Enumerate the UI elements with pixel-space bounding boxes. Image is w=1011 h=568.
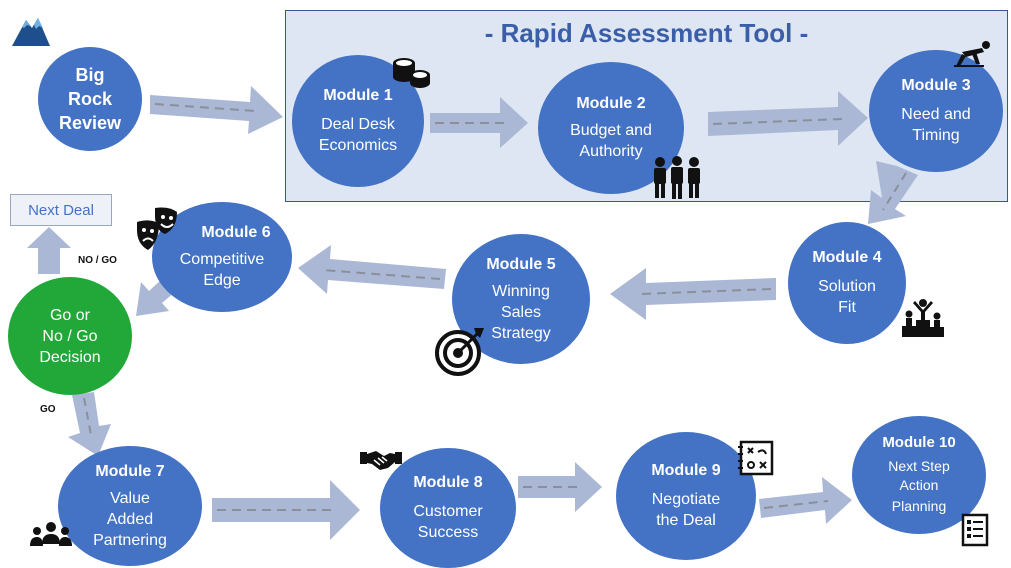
next-deal-box: Next Deal [10, 194, 112, 226]
big-rock-line-1: Big [75, 65, 105, 85]
module-3-node: Module 3 Need and Timing [869, 50, 1003, 172]
arrow-bigrock-to-m1 [150, 86, 283, 134]
arrow-m5-to-m6 [298, 245, 446, 294]
module-8-line-2: Success [417, 524, 479, 541]
module-1-line-2: Economics [318, 137, 398, 154]
module-9-line-1: Negotiate [651, 491, 721, 508]
big-rock-line-2: Rock [67, 89, 112, 109]
module-9-node: Module 9 Negotiate the Deal [616, 432, 756, 560]
module-6-line-1: Competitive [179, 251, 265, 268]
module-7-title: Module 7 [95, 462, 165, 480]
handshake-icon [360, 451, 402, 470]
strategy-board-icon [738, 440, 774, 476]
module-10-title: Module 10 [882, 433, 956, 451]
module-7-node: Module 7 Value Added Partnering [58, 446, 202, 566]
module-7-line-1: Value [110, 489, 150, 507]
module-4-node: Module 4 Solution Fit [788, 222, 906, 344]
module-1-line-1: Deal Desk [321, 116, 395, 133]
module-3-line-2: Timing [912, 127, 960, 144]
module-8-line-1: Customer [413, 503, 483, 520]
module-2-line-2: Authority [579, 143, 643, 160]
module-10-line-3: Planning [891, 497, 947, 514]
big-rock-review-node: Big Rock Review [38, 47, 142, 151]
coins-icon [393, 58, 430, 88]
theater-masks-icon [137, 207, 177, 250]
module-5-line-2: Sales [500, 303, 542, 321]
arrow-m1-to-m2 [430, 97, 528, 148]
arrow-m8-to-m9 [518, 462, 602, 512]
podium-icon [902, 299, 944, 337]
module-4-title: Module 4 [812, 249, 882, 266]
next-deal-label: Next Deal [28, 201, 94, 219]
module-1-title: Module 1 [323, 87, 393, 104]
arrow-m3-to-m4 [868, 161, 918, 224]
module-5-line-1: Winning [492, 282, 550, 300]
arrow-decision-to-next-deal [27, 227, 71, 274]
module-7-line-2: Added [106, 510, 154, 528]
module-2-line-1: Budget and [570, 122, 652, 139]
target-icon [435, 328, 484, 376]
module-10-line-1: Next Step [888, 457, 950, 474]
module-5-line-3: Strategy [491, 324, 551, 342]
module-5-title: Module 5 [486, 255, 556, 273]
arrow-decision-to-m7 [68, 392, 111, 456]
team-icon [654, 156, 700, 199]
arrow-m4-to-m5 [610, 268, 776, 320]
module-6-title: Module 6 [201, 224, 271, 241]
mountain-logo-icon [12, 18, 50, 46]
module-4-line-2: Fit [838, 299, 856, 316]
module-3-title: Module 3 [901, 77, 971, 94]
go-label: GO [40, 404, 56, 415]
group-icon [30, 522, 72, 546]
arrow-m2-to-m3 [708, 91, 868, 146]
module-9-line-2: the Deal [656, 512, 716, 529]
decision-line-2: No / Go [42, 327, 98, 345]
decision-line-3: Decision [39, 348, 101, 366]
module-10-line-2: Action [899, 476, 939, 493]
module-4-line-1: Solution [818, 278, 876, 295]
rapid-assessment-title: - Rapid Assessment Tool - [484, 18, 809, 48]
go-no-go-decision-node: Go or No / Go Decision [8, 277, 132, 395]
big-rock-line-3: Review [58, 113, 122, 133]
no-go-label: NO / GO [78, 255, 117, 266]
module-6-line-2: Edge [203, 272, 241, 289]
arrow-m7-to-m8 [212, 480, 360, 540]
checklist-icon [961, 513, 989, 547]
module-3-line-1: Need and [901, 106, 971, 123]
arrow-m9-to-m10 [759, 477, 852, 524]
module-8-title: Module 8 [413, 474, 483, 491]
runner-start-icon [954, 41, 990, 67]
module-8-node: Module 8 Customer Success [380, 448, 516, 568]
decision-line-1: Go or [49, 306, 90, 324]
module-2-title: Module 2 [576, 95, 646, 112]
module-7-line-3: Partnering [93, 531, 167, 549]
module-9-title: Module 9 [651, 462, 721, 479]
